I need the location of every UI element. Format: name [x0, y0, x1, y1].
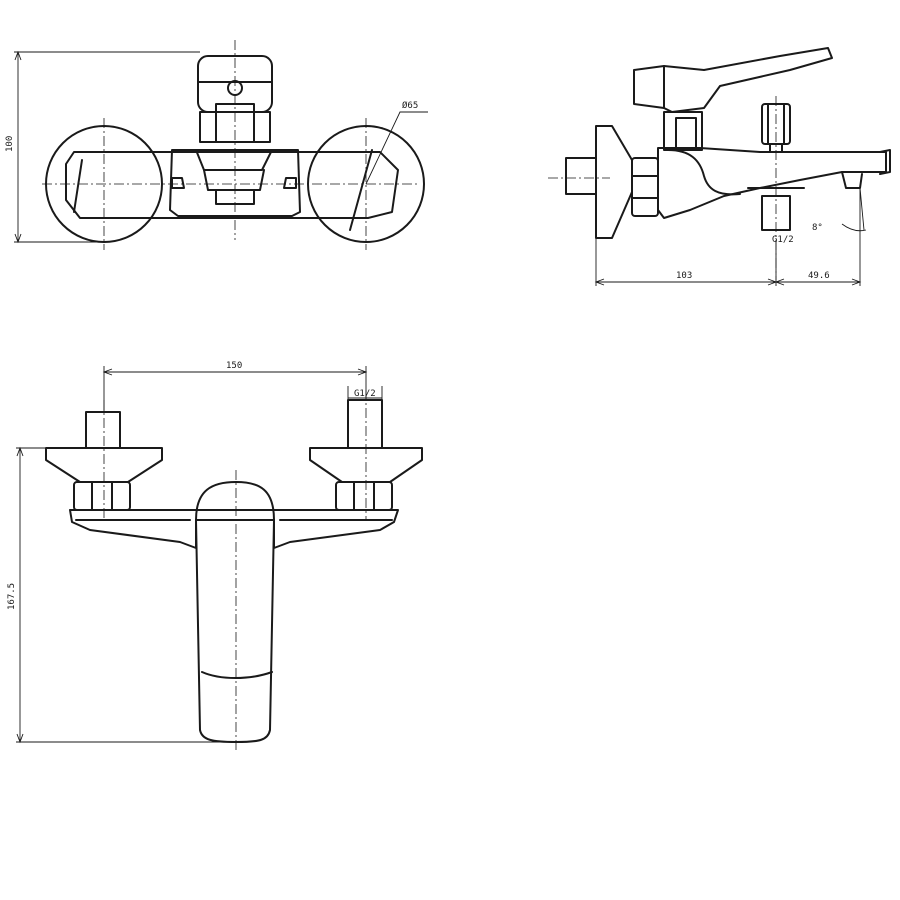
- front-left-nut-faces: [91, 481, 113, 511]
- side-body-curve: [667, 149, 741, 196]
- side-diverter-flutes: [767, 103, 785, 145]
- side-angle-label: 8°: [812, 223, 823, 233]
- top-dim-arrow-top: [14, 50, 22, 61]
- top-center-housing: [169, 149, 301, 217]
- side-aerator: [841, 171, 863, 189]
- side-spout-tip: [879, 149, 891, 175]
- top-height-label: 100: [5, 136, 15, 152]
- front-handle: [195, 519, 275, 743]
- side-nut-faces: [631, 175, 659, 199]
- side-thread-label: G1/2: [772, 235, 794, 245]
- front-height-arrows: [16, 446, 24, 744]
- front-left-nut: [73, 481, 131, 511]
- front-view: 150 G1/2 167.5: [7, 361, 423, 750]
- side-nut: [631, 157, 659, 217]
- front-left-stub: [85, 411, 121, 449]
- side-dim-arrows: [594, 278, 862, 286]
- top-diverter-top: [195, 149, 273, 171]
- side-flange: [595, 125, 633, 239]
- top-left-skew: [73, 159, 83, 213]
- front-handle-split: [201, 671, 273, 679]
- side-depth-label: 103: [676, 271, 692, 281]
- top-right-skew: [349, 149, 373, 231]
- front-right-nut-faces: [353, 481, 375, 511]
- front-right-nut: [335, 481, 393, 511]
- side-angle-line-1: [859, 187, 865, 231]
- top-body-bar: [65, 151, 399, 219]
- side-body: [657, 147, 887, 219]
- side-cartridge-inner: [675, 117, 697, 151]
- front-thread-label: G1/2: [354, 389, 376, 399]
- front-height-label: 167.5: [7, 583, 17, 610]
- side-view: 8° G1/2 103 49.6: [548, 47, 891, 286]
- front-crossbar: [69, 509, 399, 549]
- front-lever-dome: [195, 481, 275, 521]
- top-left-knob: [171, 177, 185, 189]
- top-right-knob: [283, 177, 297, 189]
- front-right-stub: [347, 399, 383, 449]
- front-dim-arrows: [102, 368, 368, 376]
- top-diameter-label: Ø65: [402, 100, 418, 111]
- top-diameter-leader: [365, 111, 428, 185]
- top-diverter-mid: [203, 169, 265, 191]
- top-dim-arrow-bottom: [14, 233, 22, 244]
- side-spout-label: 49.6: [808, 271, 830, 281]
- front-thread-dim: [347, 386, 383, 400]
- side-angle-arc: [841, 223, 867, 232]
- side-inlet-stub: [565, 157, 597, 195]
- front-width-label: 150: [226, 361, 242, 371]
- top-view: 100 Ø65: [5, 40, 428, 250]
